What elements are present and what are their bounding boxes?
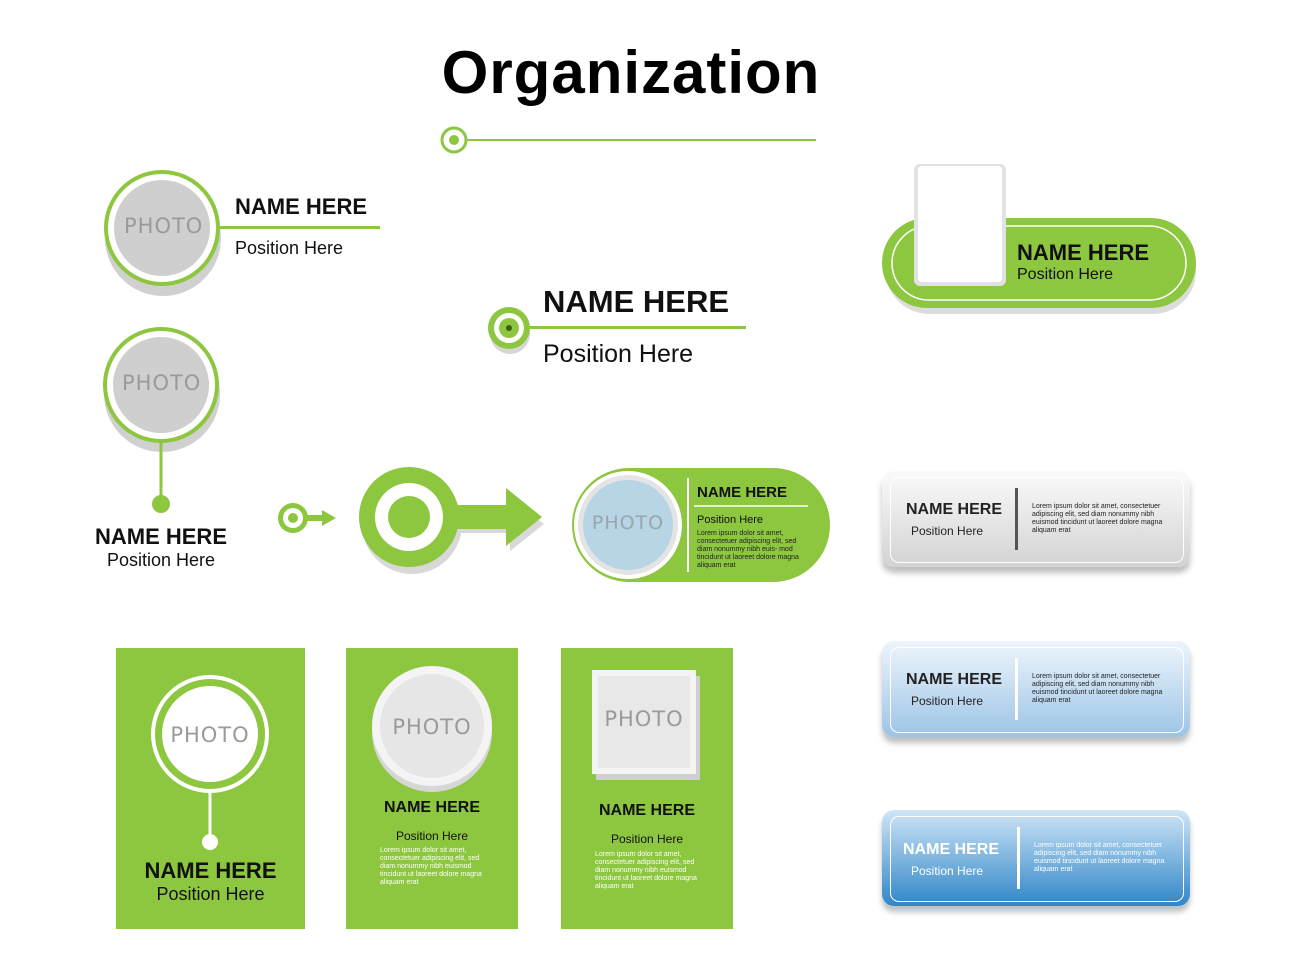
photo-pin-frame (103, 327, 220, 513)
square-frame (592, 670, 700, 780)
org-node-ring: NAME HERE Position Here (485, 282, 755, 377)
node-name: NAME HERE (1017, 240, 1150, 265)
node-position: Position Here (395, 829, 469, 843)
card-divider (1015, 488, 1018, 550)
node-name: NAME HERE (144, 858, 277, 883)
org-card-gray-bar: NAME HERE Position Here Lorem ipsum dolo… (882, 471, 1190, 567)
org-card-green-badge: NAME HERE Position Here (880, 162, 1200, 317)
card-inner-border (890, 647, 1184, 733)
org-card-vertical-disc: PHOTO NAME HERE Position Here Lorem ipsu… (346, 648, 518, 929)
org-node-photo-line: PHOTO NAME HERE Position Here (100, 166, 390, 306)
card-inner-border (890, 477, 1184, 563)
title-divider (440, 126, 816, 154)
card-divider (1017, 827, 1020, 889)
node-description: Lorem ipsum dolor sit amet, consectetuer… (380, 847, 482, 886)
photo-placeholder: PHOTO (124, 214, 204, 238)
ring-pin-frame (151, 675, 269, 850)
disc-frame (372, 666, 492, 792)
photo-frame (104, 170, 221, 296)
node-position: Position Here (543, 340, 694, 368)
photo-placeholder: PHOTO (122, 371, 202, 395)
org-node-photo-pin: PHOTO NAME HERE Position Here (80, 326, 250, 581)
card-divider (1015, 658, 1018, 720)
node-description: Lorem ipsum dolor sit amet, consectetuer… (1032, 673, 1163, 704)
small-arrow-connector (278, 503, 336, 533)
name-underline (525, 326, 746, 329)
node-position: Position Here (106, 550, 216, 570)
card-inner-border (890, 816, 1184, 902)
node-name: NAME HERE (906, 501, 1003, 518)
node-position: Position Here (235, 238, 344, 258)
node-position: Position Here (911, 864, 984, 878)
node-name: NAME HERE (598, 802, 695, 819)
node-name: NAME HERE (94, 524, 227, 549)
large-arrow-connector (359, 467, 544, 574)
node-name: NAME HERE (697, 484, 788, 501)
org-card-blue-bar: NAME HERE Position Here Lorem ipsum dolo… (882, 810, 1190, 906)
node-position: Position Here (610, 832, 684, 846)
org-card-vertical-square: PHOTO NAME HERE Position Here Lorem ipsu… (561, 648, 733, 929)
org-card-vertical-ring: PHOTO NAME HERE Position Here (116, 648, 305, 929)
node-position: Position Here (1017, 266, 1114, 283)
badge-background (882, 164, 1196, 314)
node-name: NAME HERE (903, 841, 1000, 858)
node-position: Position Here (911, 694, 984, 708)
org-card-green-pill: PHOTO NAME HERE Position Here Lorem ipsu… (570, 466, 832, 584)
node-name: NAME HERE (383, 799, 480, 816)
ring-marker (488, 307, 530, 354)
org-card-light-blue-bar: NAME HERE Position Here Lorem ipsum dolo… (882, 641, 1190, 737)
node-name: NAME HERE (543, 284, 730, 319)
node-description: Lorem ipsum dolor sit amet, consectetuer… (595, 851, 697, 890)
node-position: Position Here (697, 514, 764, 526)
node-description: Lorem ipsum dolor sit amet, consectetuer… (1034, 842, 1165, 873)
page-title: Organization (441, 39, 821, 106)
photo-placeholder: PHOTO (392, 715, 472, 739)
pill-background (572, 468, 830, 582)
node-description: Lorem ipsum dolor sit amet, consectetuer… (1032, 503, 1163, 534)
node-position: Position Here (156, 884, 265, 904)
name-underline (218, 226, 380, 229)
node-position: Position Here (911, 524, 984, 538)
node-name: NAME HERE (906, 671, 1003, 688)
photo-placeholder: PHOTO (604, 707, 684, 731)
node-description: Lorem ipsum dolor sit amet, consectetuer… (697, 530, 799, 569)
node-name: NAME HERE (235, 194, 368, 219)
photo-placeholder: PHOTO (591, 512, 665, 534)
photo-placeholder: PHOTO (170, 723, 250, 747)
